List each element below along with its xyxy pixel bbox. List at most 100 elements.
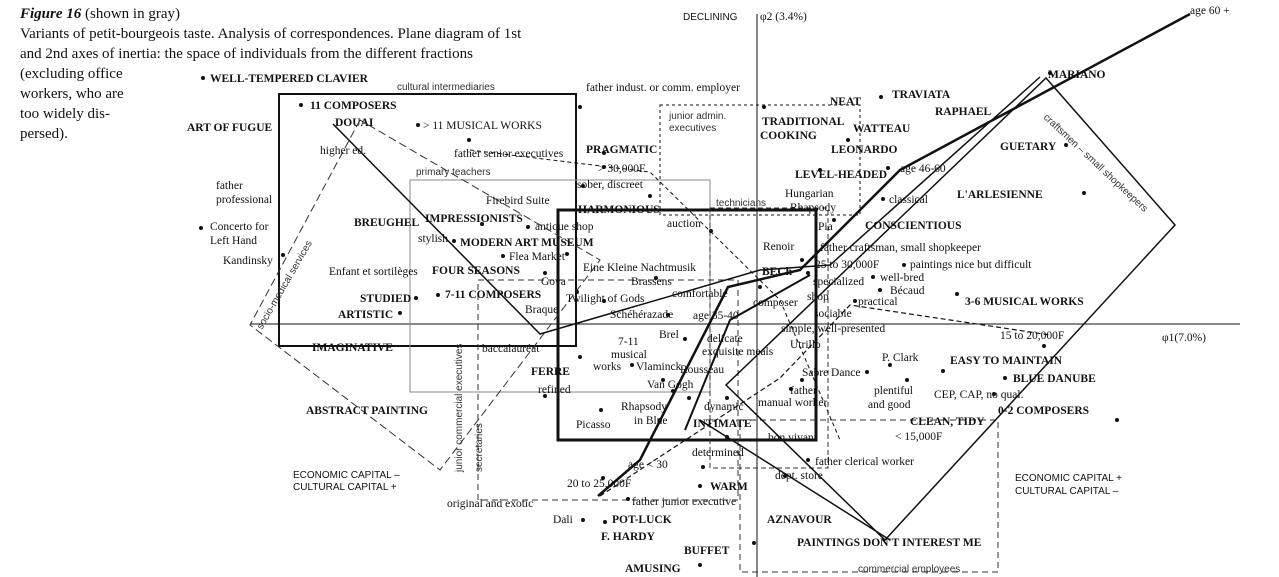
point bbox=[800, 258, 804, 262]
label-brel: Brel bbox=[659, 329, 679, 341]
point bbox=[501, 254, 505, 258]
commercial-employees-label: commercial employees bbox=[858, 564, 960, 575]
point bbox=[806, 271, 810, 275]
label-pot-luck: POT-LUCK bbox=[612, 514, 672, 526]
axis-phi1-label: φ1(7.0%) bbox=[1162, 332, 1206, 344]
point bbox=[871, 275, 875, 279]
point bbox=[698, 484, 702, 488]
point bbox=[698, 563, 702, 567]
point bbox=[853, 299, 857, 303]
label-modern-art-museum: MODERN ART MUSEUM bbox=[460, 237, 594, 249]
point bbox=[701, 465, 705, 469]
label-stylish: stylish bbox=[418, 233, 448, 245]
label-sober-discreet: sober, discreet bbox=[577, 179, 644, 191]
label-father-professional-2: professional bbox=[216, 194, 272, 206]
label-level-headed: LEVEL-HEADED bbox=[795, 169, 887, 181]
label-7-11-musical-works-3: works bbox=[593, 361, 622, 373]
label-braque: Braque bbox=[525, 304, 558, 316]
label-father-clerical: father clerical worker bbox=[815, 456, 914, 468]
caption-narrow-4: persed). bbox=[20, 126, 68, 142]
label-gt-30000: > 30,000F bbox=[598, 163, 645, 175]
label-rousseau: Rousseau bbox=[680, 364, 724, 376]
label-original-exotic: original and exotic bbox=[447, 498, 533, 510]
left-capital-label-1: ECONOMIC CAPITAL – bbox=[293, 470, 400, 481]
secretaries-label: secretaries bbox=[474, 423, 485, 472]
point bbox=[452, 239, 456, 243]
point bbox=[436, 293, 440, 297]
caption-line-2: and 2nd axes of inertia: the space of in… bbox=[20, 46, 473, 62]
label-rhapsody-blue-1: Rhapsody bbox=[621, 401, 667, 413]
point bbox=[683, 337, 687, 341]
point bbox=[526, 225, 530, 229]
point bbox=[1048, 71, 1052, 75]
label-exquisite-meals: exquisite meals bbox=[702, 346, 774, 358]
label-junior-admin-1: junior admin. bbox=[668, 111, 726, 122]
point bbox=[800, 378, 804, 382]
label-scheherazade: Schéhérazade bbox=[610, 309, 673, 321]
point bbox=[762, 105, 766, 109]
label-paintings-nice: paintings nice but difficult bbox=[910, 259, 1032, 271]
point bbox=[888, 363, 892, 367]
point bbox=[281, 253, 285, 257]
label-flea-market: Flea Market bbox=[509, 251, 566, 263]
label-pragmatic: PRAGMATIC bbox=[586, 144, 657, 156]
label-renoir: Renoir bbox=[763, 241, 794, 253]
label-concerto-2: Left Hand bbox=[210, 235, 257, 247]
label-junior-admin-2: executives bbox=[669, 123, 716, 134]
label-higher-ed: higher ed. bbox=[320, 145, 366, 157]
point bbox=[941, 369, 945, 373]
point bbox=[581, 518, 585, 522]
label-becaud: Bécaud bbox=[890, 285, 925, 297]
label-ferre: FERRE bbox=[531, 366, 570, 378]
socio-medical-polygon bbox=[249, 119, 601, 471]
label-blue-danube: BLUE DANUBE bbox=[1013, 373, 1096, 385]
education-trajectory-line bbox=[332, 76, 1041, 335]
label-four-seasons: FOUR SEASONS bbox=[432, 265, 520, 277]
label-aznavour: AZNAVOUR bbox=[767, 514, 832, 526]
point bbox=[602, 151, 606, 155]
point bbox=[575, 290, 579, 294]
label-father-manual-2: manual worker bbox=[758, 397, 827, 409]
point bbox=[783, 474, 787, 478]
label-enfant-sortileges: Enfant et sortilèges bbox=[329, 266, 418, 278]
point bbox=[398, 311, 402, 315]
label-0-2-composers: 0-2 COMPOSERS bbox=[998, 405, 1089, 417]
label-amusing: AMUSING bbox=[625, 563, 681, 575]
label-douai: DOUAI bbox=[335, 117, 374, 129]
point bbox=[602, 299, 606, 303]
point bbox=[878, 288, 882, 292]
point bbox=[789, 387, 793, 391]
label-father-junior-executive: father junior executive bbox=[632, 496, 736, 508]
label-impressionists: IMPRESSIONISTS bbox=[425, 213, 523, 225]
age-trajectory-line bbox=[597, 12, 1191, 497]
point bbox=[1003, 376, 1007, 380]
point bbox=[1082, 191, 1086, 195]
label-brassens: Brassens bbox=[631, 276, 672, 288]
point bbox=[758, 285, 762, 289]
label-age-60: age 60 + bbox=[1190, 5, 1230, 17]
right-capital-label-1: ECONOMIC CAPITAL + bbox=[1015, 473, 1122, 484]
label-11-musical-works: > 11 MUSICAL WORKS bbox=[423, 120, 542, 132]
label-breughel: BREUGHEL bbox=[354, 217, 420, 229]
caption-line-1: Variants of petit-bourgeois taste. Analy… bbox=[20, 26, 522, 42]
point bbox=[414, 296, 418, 300]
point bbox=[725, 435, 729, 439]
label-larlesienne: L'ARLESIENNE bbox=[957, 189, 1043, 201]
point bbox=[201, 76, 205, 80]
point bbox=[955, 292, 959, 296]
label-bech: BECh bbox=[762, 266, 793, 278]
point bbox=[602, 165, 606, 169]
junior-commercial-box bbox=[477, 279, 739, 501]
point bbox=[1115, 418, 1119, 422]
point bbox=[902, 263, 906, 267]
central-box bbox=[556, 208, 818, 442]
label-cep-cap: CEP, CAP, no qual. bbox=[934, 389, 1024, 401]
label-pia: Pia bbox=[818, 221, 833, 233]
label-hungarian-rhapsody-1: Hungarian bbox=[785, 188, 834, 200]
label-plentiful-2: and good bbox=[868, 399, 911, 411]
label-delicate: delicate bbox=[707, 333, 743, 345]
caption-narrow-1: (excluding office bbox=[20, 66, 123, 82]
junior-admin-box bbox=[659, 104, 861, 216]
label-conscientious: CONSCIENTIOUS bbox=[865, 220, 962, 232]
